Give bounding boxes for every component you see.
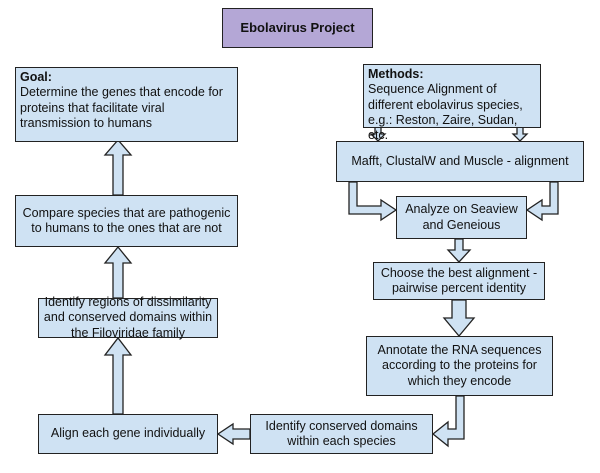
arrow-alignment-to-analyze-right	[525, 181, 559, 222]
arrow-annotate-to-identify-conserved	[431, 395, 465, 448]
analyze-box: Analyze on Seaview and Geneious	[396, 196, 527, 239]
identify-regions-box: Identify regions of dissimilarity and co…	[38, 295, 218, 340]
analyze-text: Analyze on Seaview and Geneious	[405, 202, 518, 232]
project-title-text: Ebolavirus Project	[240, 20, 355, 36]
align-each-gene-box: Align each gene individually	[38, 414, 218, 454]
align-each-gene-text: Align each gene individually	[50, 426, 206, 441]
methods-text: Sequence Alignment of different ebolavir…	[368, 82, 523, 142]
annotate-text: Annotate the RNA sequences according to …	[377, 343, 542, 388]
project-title: Ebolavirus Project	[222, 8, 373, 48]
identify-conserved-text: Identify conserved domains within each s…	[265, 418, 418, 448]
methods-box: Methods: Sequence Alignment of different…	[363, 64, 541, 142]
goal-heading: Goal:	[20, 70, 52, 84]
identify-conserved-box: Identify conserved domains within each s…	[250, 414, 433, 454]
annotate-box: Annotate the RNA sequences according to …	[366, 336, 553, 396]
arrow-compare-to-goal	[103, 139, 133, 196]
arrow-alignment-to-analyze-left	[348, 181, 398, 222]
compare-species-text: Compare species that are pathogenic to h…	[22, 205, 231, 235]
choose-best-text: Choose the best alignment - pairwise per…	[380, 265, 538, 295]
arrow-methods-to-alignment-right	[511, 126, 529, 142]
compare-species-box: Compare species that are pathogenic to h…	[15, 195, 238, 247]
arrow-identify-conserved-to-align	[216, 422, 251, 446]
goal-box: Goal: Determine the genes that encode fo…	[15, 67, 238, 142]
arrow-identify-regions-to-compare	[103, 245, 133, 299]
arrow-analyze-to-choose	[446, 238, 472, 263]
arrow-methods-to-alignment-left	[369, 126, 387, 142]
identify-regions-text: Identify regions of dissimilarity and co…	[43, 295, 213, 340]
goal-text: Determine the genes that encode for prot…	[20, 85, 223, 130]
methods-heading: Methods:	[368, 67, 424, 81]
arrow-choose-to-annotate	[442, 299, 476, 338]
alignment-tools-text: Mafft, ClustalW and Muscle - alignment	[351, 153, 569, 168]
arrow-align-to-identify-regions	[103, 336, 133, 415]
alignment-tools-box: Mafft, ClustalW and Muscle - alignment	[336, 141, 584, 182]
choose-best-box: Choose the best alignment - pairwise per…	[373, 262, 545, 300]
